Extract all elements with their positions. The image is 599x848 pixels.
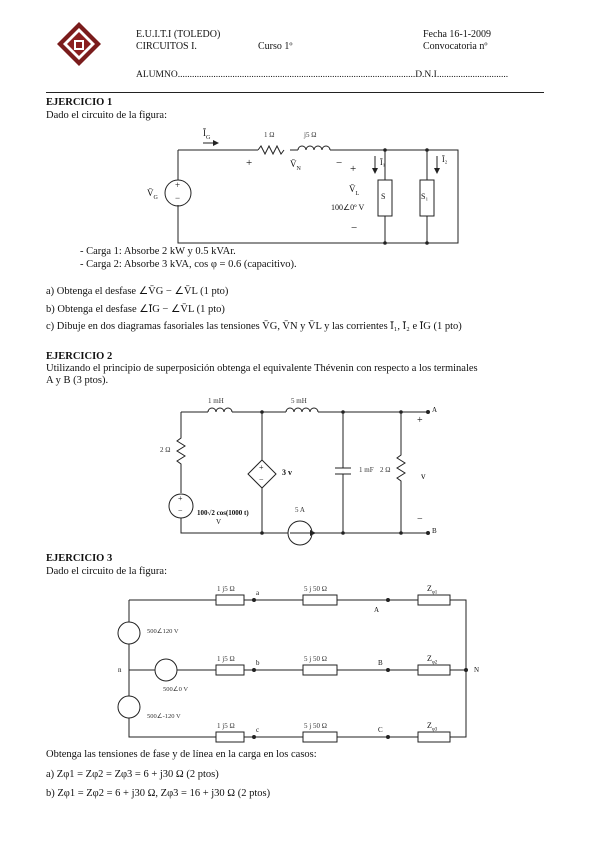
ex2-dep-plus: + (259, 463, 264, 472)
ex2-src-unit: V (216, 518, 222, 526)
ex3-zline-b: 1 j5 Ω (217, 655, 235, 663)
ex1-question-b: b) Obtenga el desfase ∠ĪG − ∠V̄L (1 pto) (46, 304, 225, 315)
ex1-minus-mid: − (336, 157, 343, 169)
ex3-zline-c: 1 j5 Ω (217, 722, 235, 730)
ex1-title: EJERCICIO 1 (46, 97, 113, 108)
ex1-s1-label: S₁ (421, 192, 429, 201)
ex2-line2: A y B (3 ptos). (46, 375, 109, 386)
ex1-vl-minus: − (351, 222, 358, 234)
ex2-dep-minus: − (259, 475, 264, 484)
header-call: Convocatoria nº (423, 41, 488, 52)
ex3-node-C: C (378, 726, 383, 734)
ex2-src-label: 100√2 cos(1000 t) (197, 509, 249, 517)
ex1-vl-value: 100∠0º V (331, 203, 365, 212)
ex3-question: Obtenga las tensiones de fase y de línea… (46, 749, 317, 760)
ex2-src-plus: + (178, 494, 183, 503)
ex3-node-B: B (378, 659, 383, 667)
header-course: Curso 1º (258, 41, 293, 52)
ex3-node-a: a (256, 589, 260, 597)
ex1-s-label: S (381, 192, 386, 201)
ex3-zline2-c: 5 j 50 Ω (304, 722, 327, 730)
ex3-zline2-b: 5 j 50 Ω (304, 655, 327, 663)
ex1-load2: - Carga 2: Absorbe 3 kVA, cos φ = 0.6 (c… (80, 259, 297, 270)
university-logo (55, 20, 103, 68)
ex1-question-a: a) Obtenga el desfase ∠V̄G − ∠V̄L (1 pto… (46, 286, 229, 297)
ex1-vg-minus: − (175, 193, 181, 203)
ex3-question-a: a) Zφ1 = Zφ2 = Zφ3 = 6 + j30 Ω (2 ptos) (46, 769, 219, 780)
ex2-dep-label: 3 v (282, 468, 292, 477)
ex3-zphi1-label: Zφ1 (427, 584, 438, 596)
ex2-terminal-a: A (432, 406, 438, 414)
ex2-isrc-label: 5 A (295, 506, 305, 514)
ex2-title: EJERCICIO 2 (46, 351, 113, 362)
ex3-title: EJERCICIO 3 (46, 553, 113, 564)
ex2-src-minus: − (178, 506, 183, 515)
ex1-ig-label: ĪG (203, 128, 211, 141)
ex1-intro: Dado el circuito de la figura: (46, 110, 167, 121)
ex1-vg-label: V̄G (147, 188, 158, 201)
ex1-vl-plus: + (350, 163, 357, 175)
ex3-zline-a: 1 j5 Ω (217, 585, 235, 593)
ex3-zphi3-label: Zφ3 (427, 721, 438, 733)
logo-emblem-icon (57, 22, 101, 66)
ex2-line1: Utilizando el principio de superposición… (46, 363, 478, 374)
ex2-out-minus: − (417, 514, 423, 525)
ex1-load1: - Carga 1: Absorbe 2 kW y 0.5 kVAr. (80, 246, 236, 257)
header-school: E.U.I.T.I (TOLEDO) (136, 29, 221, 40)
ex2-r-right-label: 2 Ω (380, 466, 391, 474)
ex3-node-A: A (374, 606, 380, 614)
ex2-out-plus: + (417, 415, 423, 426)
ex2-v-label: v (421, 471, 426, 481)
ex2-terminal-b: B (432, 527, 437, 535)
ex1-r-label: 1 Ω (264, 131, 275, 139)
ex2-l2-label: 5 mH (291, 397, 307, 405)
ex2-cap-label: 1 mF (359, 466, 374, 474)
header-student-line: ALUMNO..................................… (136, 70, 509, 80)
ex1-vn-label: V̄N (290, 159, 301, 172)
header-rule (46, 92, 544, 93)
ex3-zline2-a: 5 j 50 Ω (304, 585, 327, 593)
header-date: Fecha 16-1-2009 (423, 29, 492, 40)
ex2-r-left-label: 2 Ω (160, 446, 171, 454)
ex3-node-c: c (256, 726, 260, 734)
ex3-neutral-n: n (118, 666, 122, 674)
ex3-src2-label: 500∠0 V (163, 686, 189, 693)
ex3-src1-label: 500∠120 V (147, 628, 179, 635)
ex3-node-N: N (474, 666, 480, 674)
ex2-l1-label: 1 mH (208, 397, 224, 405)
header-subject: CIRCUITOS I. (136, 41, 197, 52)
ex1-vg-plus: + (175, 180, 181, 190)
ex3-intro: Dado el circuito de la figura: (46, 566, 167, 577)
ex1-l-label: j5 Ω (304, 131, 317, 139)
ex1-question-c: c) Dibuje en dos diagramas fasoriales la… (46, 321, 462, 332)
ex3-node-b: b (256, 659, 260, 667)
ex1-i2-label: Ī₂ (442, 155, 448, 164)
ex1-plus-left: + (246, 157, 253, 169)
ex3-src3-label: 500∠-120 V (147, 713, 181, 720)
ex1-vl-label: V̄L (349, 184, 360, 197)
ex1-i1-label: Ī₁ (380, 158, 386, 167)
ex3-question-b: b) Zφ1 = Zφ2 = 6 + j30 Ω, Zφ3 = 16 + j30… (46, 788, 271, 799)
ex3-zphi2-label: Zφ2 (427, 654, 438, 666)
